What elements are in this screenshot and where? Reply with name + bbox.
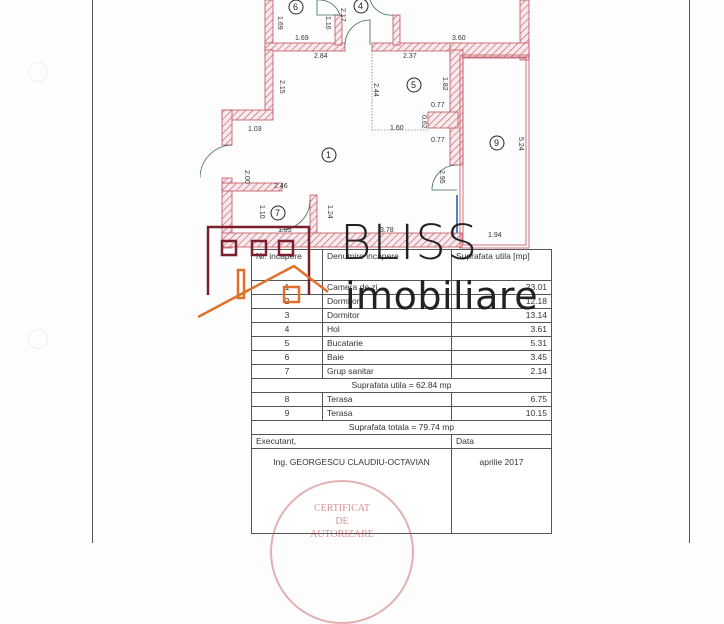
dim-label: 1.24	[326, 205, 333, 219]
cell-name: Baie	[322, 350, 452, 365]
dim-label: 2.15	[278, 80, 285, 94]
floor-plan: 1 4 5 6 7 9 1.69 1.16 2.17 1.69 3.60 2.8…	[200, 0, 560, 250]
stamp-line-1: CERTIFICAT	[313, 503, 371, 514]
executant-label: Executant,	[251, 434, 452, 449]
dim-label: 1.82	[441, 77, 448, 91]
authorization-stamp: CERTIFICAT DE AUTORIZARE	[270, 480, 414, 624]
cell-nr: 5	[251, 336, 323, 351]
cell-name: Bucatarie	[322, 336, 452, 351]
cell-area: 2.14	[451, 364, 552, 379]
dim-label: 1.03	[248, 126, 262, 133]
dim-label: 1.69	[295, 35, 309, 42]
dim-label: 2.44	[372, 83, 379, 97]
dim-label: 2.84	[314, 53, 328, 60]
dim-label: 1.16	[324, 16, 331, 30]
table-row: 9 Terasa 10.15	[251, 406, 552, 421]
total-text: Suprafata totala = 79.74 mp	[251, 420, 552, 435]
room-9-label: 9	[494, 138, 499, 148]
dim-label: 3.78	[380, 227, 394, 234]
cell-nr: 6	[251, 350, 323, 365]
room-1-label: 1	[326, 150, 331, 160]
dim-label: 2.37	[403, 53, 417, 60]
dim-label: 0.77	[431, 137, 445, 144]
dim-label: 2.00	[243, 170, 250, 184]
cell-nr: 1	[251, 280, 323, 295]
cell-name: Terasa	[322, 406, 452, 421]
walls	[221, 0, 530, 249]
cell-area: 3.61	[451, 322, 552, 337]
cell-nr: 8	[251, 392, 323, 407]
dim-label: 1.60	[390, 125, 404, 132]
total-row: Suprafata totala = 79.74 mp	[251, 420, 552, 435]
room-6-label: 6	[293, 2, 298, 12]
room-labels: 1 4 5 6 7 9	[270, 0, 505, 221]
page-left-edge	[92, 0, 93, 543]
watermark-title: BLISS	[340, 215, 479, 271]
date-value: aprilie 2017	[451, 448, 552, 534]
cell-name: Grup sanitar	[322, 364, 452, 379]
cell-area: 5.31	[451, 336, 552, 351]
cell-area: 10.15	[451, 406, 552, 421]
cell-area: 6.75	[451, 392, 552, 407]
table-row: 6 Baie 3.45	[251, 350, 552, 365]
door-swings	[200, 0, 458, 231]
cell-nr: 3	[251, 308, 323, 323]
dim-label: 1.69	[276, 16, 283, 30]
dim-label: 1.94	[488, 232, 502, 239]
cell-area: 3.45	[451, 350, 552, 365]
cell-nr: 7	[251, 364, 323, 379]
cell-nr: 9	[251, 406, 323, 421]
stamp-line-3: AUTORIZARE	[310, 529, 374, 540]
punch-hole-bottom	[28, 329, 48, 349]
stamp-line-2: DE	[335, 516, 349, 527]
room-4-label: 4	[358, 1, 363, 11]
room-5-label: 5	[411, 80, 416, 90]
dim-label: 2.17	[339, 8, 346, 22]
header-nr: Nr. incapere	[251, 249, 323, 281]
cell-nr: 4	[251, 322, 323, 337]
dim-label: 1.95	[278, 227, 292, 234]
table-row: 8 Terasa 6.75	[251, 392, 552, 407]
cell-name: Terasa	[322, 392, 452, 407]
signature-header-row: Executant, Data	[251, 434, 552, 449]
table-row: 7 Grup sanitar 2.14	[251, 364, 552, 379]
page-right-edge	[689, 0, 690, 543]
cell-nr: 2	[251, 294, 323, 309]
subtotal-text: Suprafata utila = 62.84 mp	[251, 378, 552, 393]
dim-label: 5.24	[517, 137, 524, 151]
dim-label: 3.60	[452, 35, 466, 42]
cell-name: Hol	[322, 322, 452, 337]
terrace-outline	[459, 54, 530, 249]
table-row: 4 Hol 3.61	[251, 322, 552, 337]
date-label: Data	[451, 434, 552, 449]
dim-label: 2.46	[274, 183, 288, 190]
dim-label: 0.77	[431, 102, 445, 109]
table-row: 5 Bucatarie 5.31	[251, 336, 552, 351]
subtotal-row: Suprafata utila = 62.84 mp	[251, 378, 552, 393]
watermark-subtitle: imobiliare	[345, 274, 539, 318]
header-area: Suprafata utila [mp]	[451, 249, 552, 281]
dim-label: 1.10	[258, 205, 265, 219]
punch-hole-top	[28, 62, 48, 82]
dim-label: 2.95	[438, 170, 445, 184]
room-7-label: 7	[275, 208, 280, 218]
dim-label: 0.62	[420, 115, 427, 129]
